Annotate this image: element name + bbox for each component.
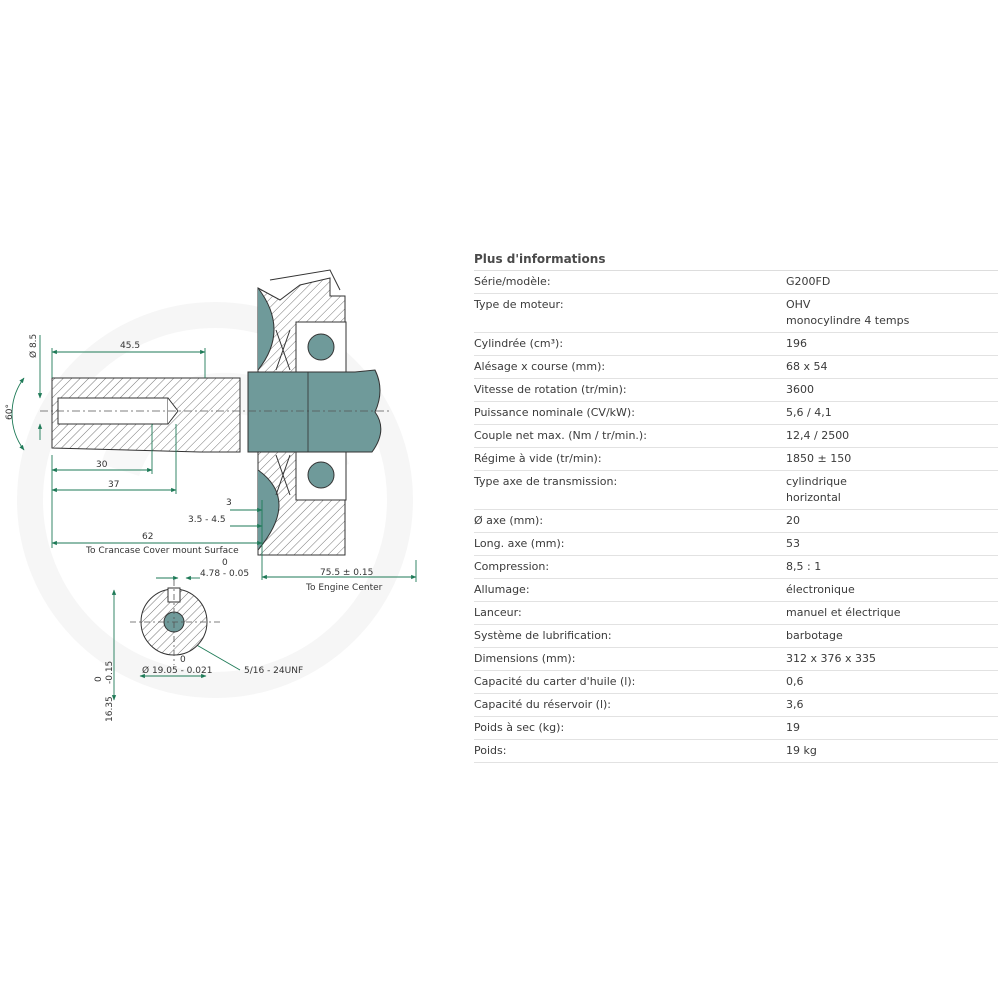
spec-value: 312 x 376 x 335	[786, 652, 876, 665]
spec-label: Ø axe (mm):	[474, 514, 544, 527]
dim-3-5-4-5: 3.5 - 4.5	[188, 515, 226, 525]
spec-label: Couple net max. (Nm / tr/min.):	[474, 429, 647, 442]
spec-label: Poids à sec (kg):	[474, 721, 565, 734]
spec-label: Compression:	[474, 560, 550, 573]
spec-value: OHV monocylindre 4 temps	[786, 298, 910, 327]
dim-62: 62	[142, 532, 153, 542]
spec-label: Système de lubrification:	[474, 629, 612, 642]
bore-dia: Ø 19.05 - 0.021	[142, 665, 212, 676]
spec-row: Système de lubrification: barbotage	[474, 625, 998, 648]
spec-label: Cylindrée (cm³):	[474, 337, 564, 350]
spec-value: 3600	[786, 383, 814, 396]
spec-label: Capacité du carter d'huile (l):	[474, 675, 636, 688]
dimension-labels: Ø 8.5 45.5 60° 30 37 3 3.5 - 4.5 62 To C…	[5, 334, 383, 722]
spec-value: 3,6	[786, 698, 804, 711]
spec-row: Couple net max. (Nm / tr/min.): 12,4 / 25…	[474, 425, 998, 448]
spec-value: 19	[786, 721, 800, 734]
spec-row: Type axe de transmission: cylindrique hor…	[474, 471, 998, 510]
height-value: 16.35	[105, 696, 115, 722]
specs-title: Plus d'informations	[474, 248, 998, 271]
dim-shaft-dia: Ø 8.5	[28, 334, 39, 358]
spec-label: Alésage x course (mm):	[474, 360, 606, 373]
spec-value: manuel et électrique	[786, 606, 901, 619]
spec-row: Série/modèle: G200FD	[474, 271, 998, 294]
spec-label: Dimensions (mm):	[474, 652, 576, 665]
specs-panel: Plus d'informations Série/modèle: G200FD T…	[474, 248, 998, 763]
specs-table: Série/modèle: G200FD Type de moteur: OHV mo…	[474, 271, 998, 763]
dim-75-5: 75.5 ± 0.15	[320, 568, 373, 578]
spec-row: Poids à sec (kg): 19	[474, 717, 998, 740]
spec-value: 20	[786, 514, 800, 527]
spec-label: Série/modèle:	[474, 275, 551, 288]
spec-row: Ø axe (mm): 20	[474, 510, 998, 533]
spec-value: G200FD	[786, 275, 831, 288]
spec-row: Puissance nominale (CV/kW): 5,6 / 4,1	[474, 402, 998, 425]
spec-label: Poids:	[474, 744, 507, 757]
spec-row: Dimensions (mm): 312 x 376 x 335	[474, 648, 998, 671]
spec-value: 68 x 54	[786, 360, 828, 373]
spec-label: Type axe de transmission:	[474, 475, 618, 488]
spec-label: Régime à vide (tr/min):	[474, 452, 602, 465]
spec-row: Cylindrée (cm³): 196	[474, 333, 998, 356]
dim-37: 37	[108, 480, 119, 490]
crankshaft	[40, 369, 390, 453]
spec-value: cylindrique horizontal	[786, 475, 847, 504]
spec-row: Poids: 19 kg	[474, 740, 998, 763]
spec-row: Long. axe (mm): 53	[474, 533, 998, 556]
spec-label: Long. axe (mm):	[474, 537, 565, 550]
bore-tol-top: 0	[180, 655, 186, 665]
spec-value: électronique	[786, 583, 855, 596]
shaft-cross-section	[130, 580, 220, 665]
key-width: 4.78 - 0.05	[200, 569, 249, 579]
spec-row: Type de moteur: OHV monocylindre 4 temps	[474, 294, 998, 333]
key-tol-top: 0	[222, 558, 228, 568]
dim-angle: 60°	[5, 404, 15, 420]
spec-row: Capacité du carter d'huile (l): 0,6	[474, 671, 998, 694]
spec-row: Régime à vide (tr/min): 1850 ± 150	[474, 448, 998, 471]
spec-value: 19 kg	[786, 744, 817, 757]
spec-label: Vitesse de rotation (tr/min):	[474, 383, 627, 396]
label-engine-center: To Engine Center	[305, 583, 383, 593]
spec-label: Lanceur:	[474, 606, 522, 619]
spec-row: Lanceur: manuel et électrique	[474, 602, 998, 625]
spec-row: Vitesse de rotation (tr/min): 3600	[474, 379, 998, 402]
bearing-lower	[275, 449, 347, 501]
spec-label: Capacité du réservoir (l):	[474, 698, 612, 711]
spec-row: Compression: 8,5 : 1	[474, 556, 998, 579]
spec-label: Type de moteur:	[474, 298, 564, 311]
dim-30: 30	[96, 460, 108, 470]
spec-value: 8,5 : 1	[786, 560, 822, 573]
spec-value: barbotage	[786, 629, 843, 642]
spec-label: Allumage:	[474, 583, 530, 596]
spec-label: Puissance nominale (CV/kW):	[474, 406, 635, 419]
spec-value: 196	[786, 337, 807, 350]
dim-45-5: 45.5	[120, 341, 140, 351]
height-tol-bottom: -0.15	[105, 661, 115, 684]
spec-value: 53	[786, 537, 800, 550]
thread: 5/16 - 24UNF	[244, 666, 303, 676]
spec-value: 5,6 / 4,1	[786, 406, 832, 419]
shaft-technical-drawing: Ø 8.5 45.5 60° 30 37 3 3.5 - 4.5 62 To C…	[5, 269, 417, 722]
spec-value: 0,6	[786, 675, 804, 688]
dim-3: 3	[226, 498, 232, 508]
spec-row: Allumage: électronique	[474, 579, 998, 602]
spec-value: 1850 ± 150	[786, 452, 852, 465]
spec-row: Alésage x course (mm): 68 x 54	[474, 356, 998, 379]
label-crankcase: To Crancase Cover mount Surface	[85, 546, 239, 556]
height-tol-top: 0	[94, 676, 104, 682]
spec-row: Capacité du réservoir (l): 3,6	[474, 694, 998, 717]
dimension-lines	[11, 335, 417, 701]
spec-value: 12,4 / 2500	[786, 429, 850, 442]
